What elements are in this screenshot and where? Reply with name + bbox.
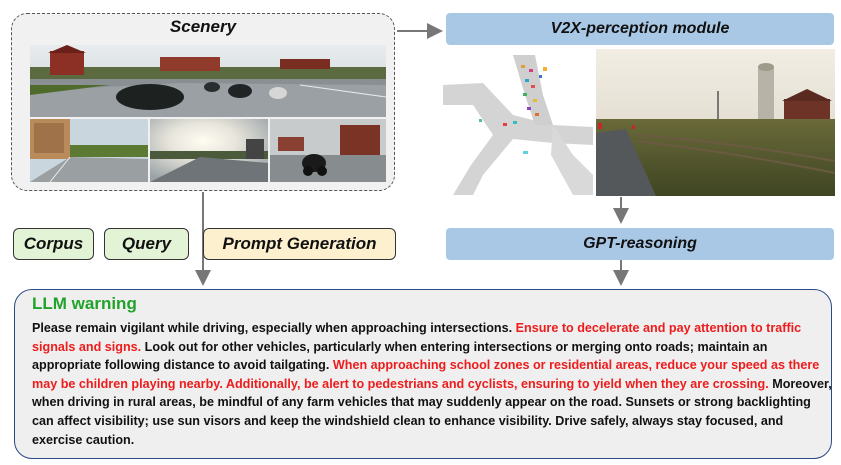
v2x-perception-title: V2X-perception module xyxy=(550,20,730,37)
perception-map-image xyxy=(443,55,593,195)
warning-segment: Look out for other vehicles, particularl… xyxy=(32,339,768,373)
warning-segment: Please remain vigilant while driving, es… xyxy=(32,321,516,335)
query-label: Query xyxy=(121,234,172,253)
query-box: Query xyxy=(104,228,189,260)
llm-warning-panel xyxy=(14,289,832,459)
corpus-label: Corpus xyxy=(23,234,84,253)
scenery-image-farm xyxy=(270,119,386,182)
gpt-reasoning-module: GPT-reasoning xyxy=(446,228,834,260)
gpt-reasoning-title: GPT-reasoning xyxy=(583,235,697,252)
llm-warning-text: Please remain vigilant while driving, es… xyxy=(32,319,832,449)
warning-emphasis-segment: Ensure to decelerate and pay attention t… xyxy=(32,321,802,354)
llm-warning-title: LLM warning xyxy=(32,294,137,313)
scenery-title: Scenery xyxy=(169,17,237,36)
corpus-box: Corpus xyxy=(13,228,94,260)
warning-emphasis-segment: When approaching school zones or residen… xyxy=(32,358,820,391)
scenery-image-road xyxy=(30,119,148,182)
scenery-main-image xyxy=(30,45,386,117)
perception-camera-image xyxy=(596,49,835,196)
warning-segment: Moreover, when driving in rural areas, b… xyxy=(32,376,832,447)
scenery-image-sunset xyxy=(150,119,268,182)
prompt-generation-label: Prompt Generation xyxy=(222,234,377,253)
v2x-perception-module: V2X-perception module xyxy=(446,13,834,45)
prompt-generation-box: Prompt Generation xyxy=(203,228,396,260)
